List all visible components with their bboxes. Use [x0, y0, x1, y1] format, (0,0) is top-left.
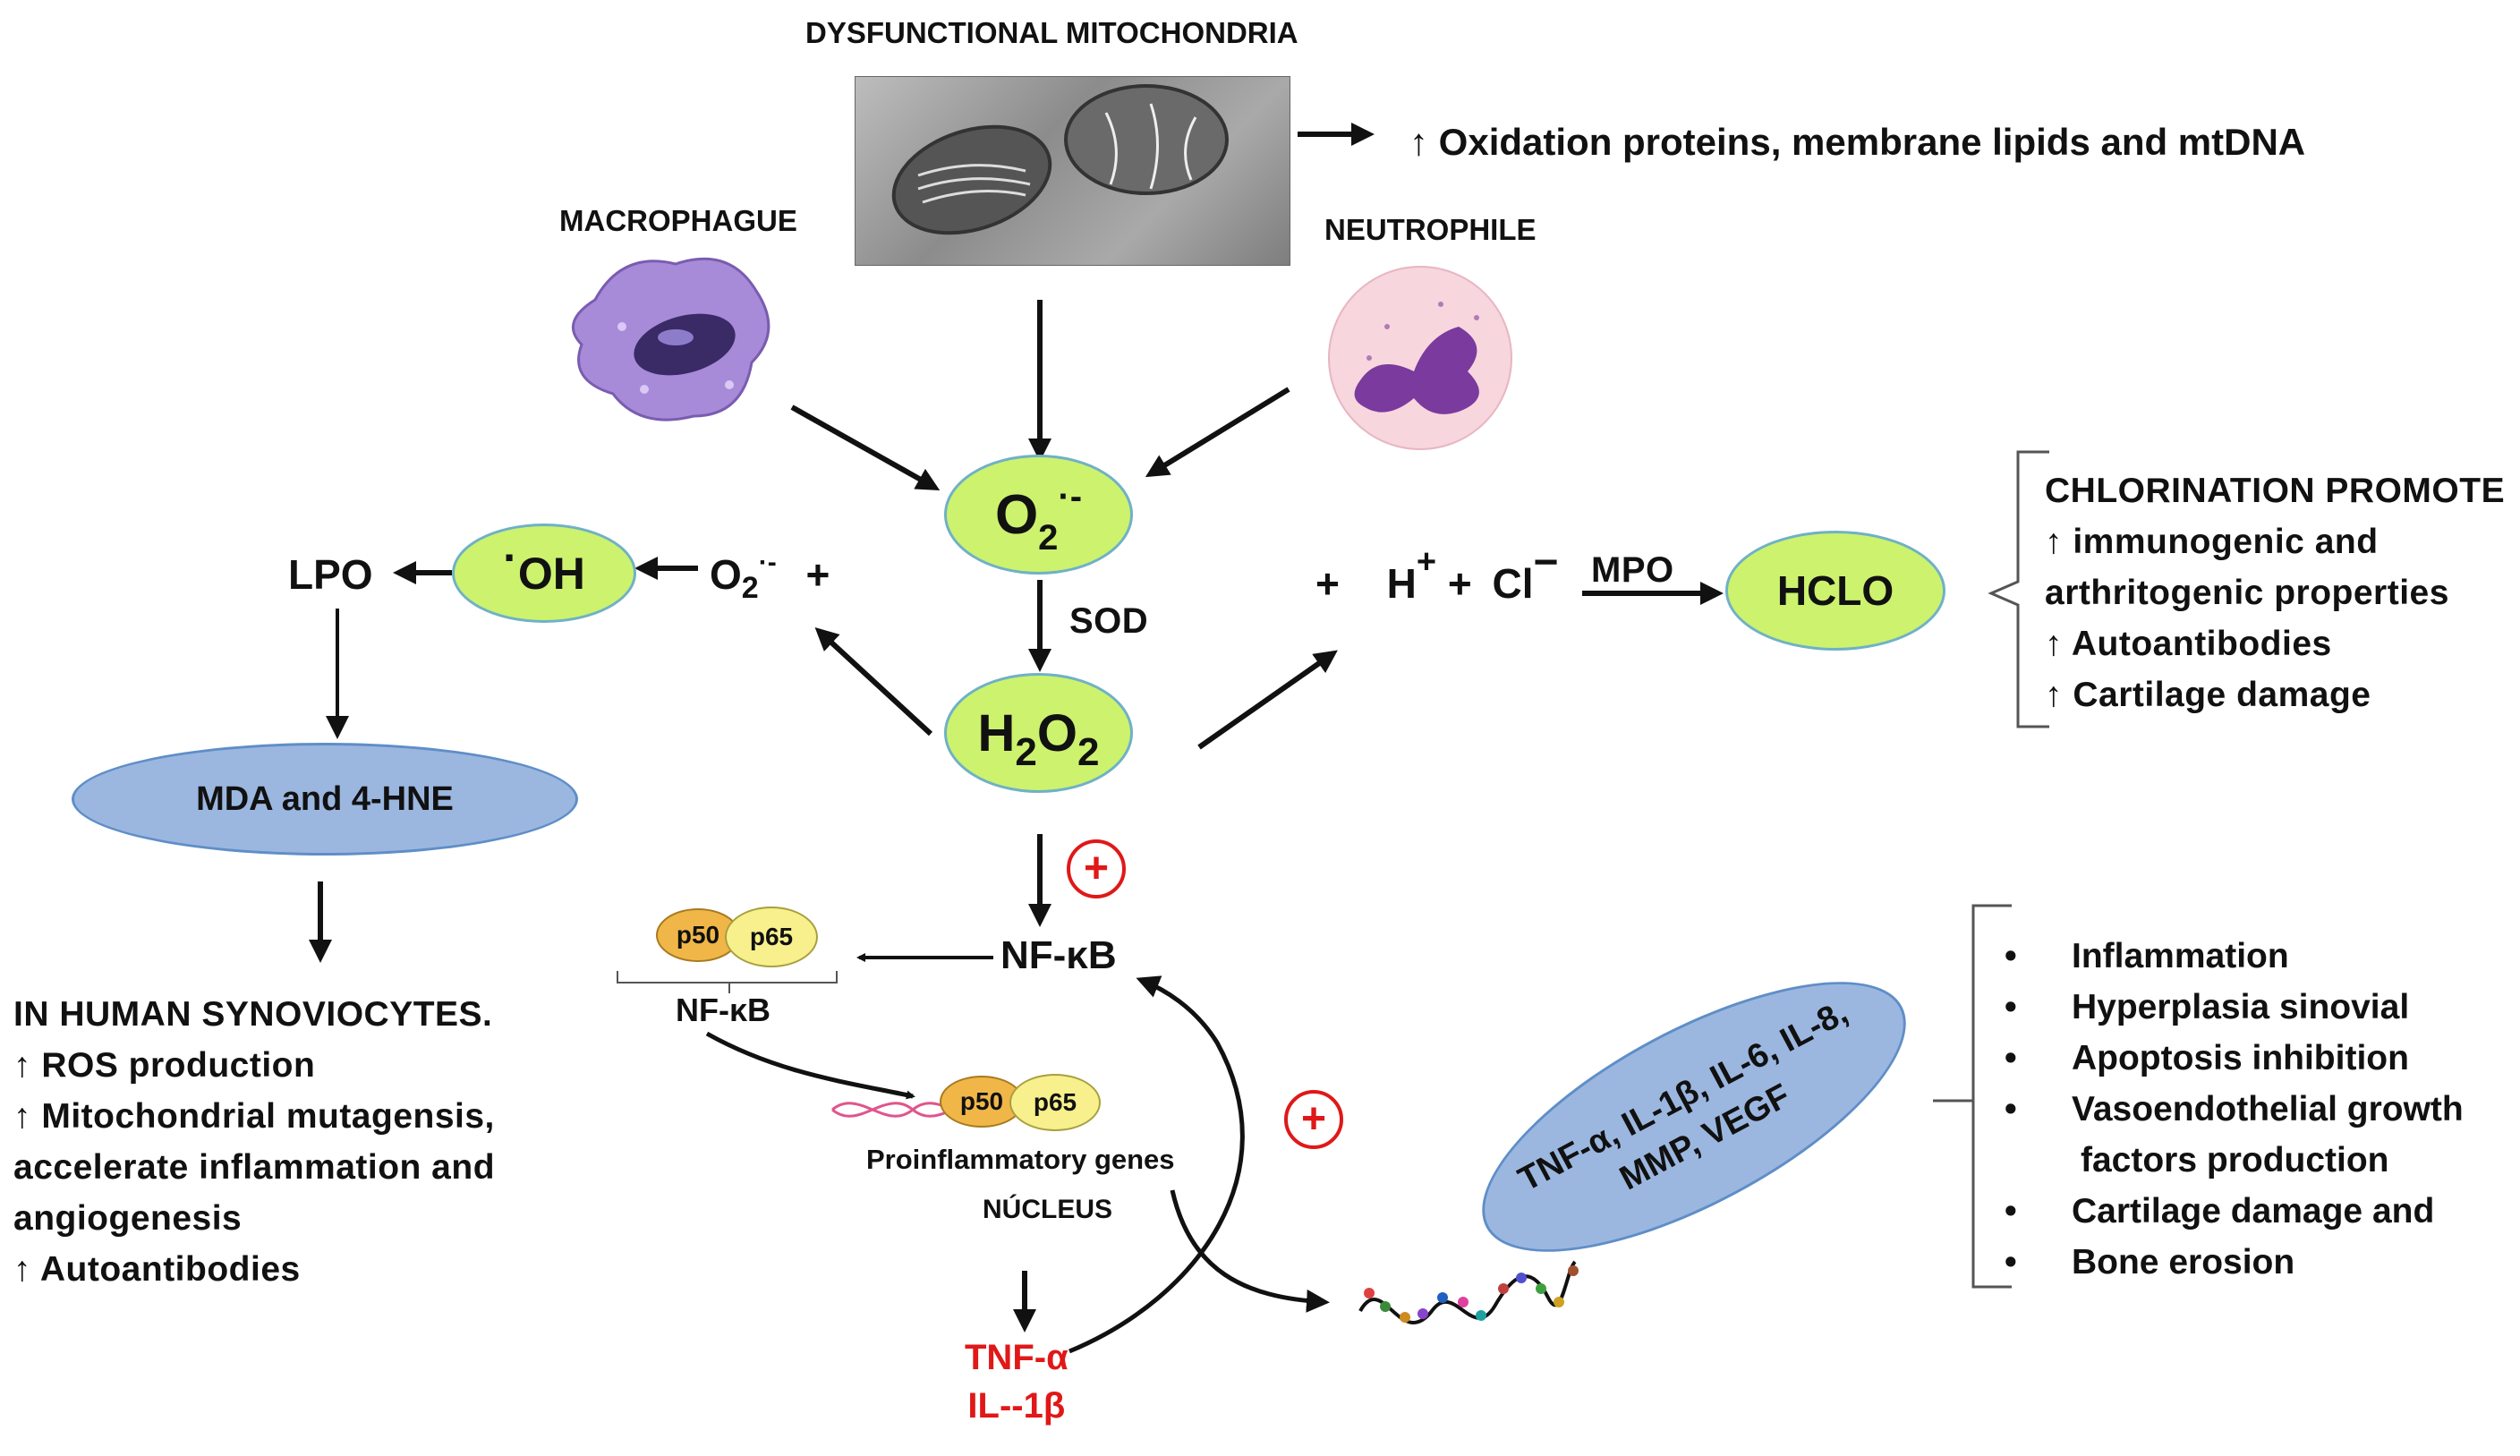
right-h: H	[1386, 560, 1417, 607]
cytokines-out: TNF-α IL--1β	[965, 1333, 1068, 1430]
hydroxyl-node: ·OH	[452, 524, 636, 623]
cytokine-out: TNF-α	[965, 1338, 1068, 1377]
synoviocytes-line: accelerate inflammation and	[13, 1148, 496, 1187]
mrna-strand	[1358, 1260, 1579, 1324]
neutrophil-label: NEUTROPHILE	[1324, 213, 1537, 246]
mda-node: MDA and 4-HNE	[72, 743, 578, 856]
nucleus-p50: p50	[940, 1076, 1024, 1128]
effects-bracket	[1933, 904, 2012, 1289]
effect-item: •Vasoendothelial growth	[2005, 1090, 2464, 1128]
right-plus1: +	[1315, 560, 1340, 607]
effect-item: •Inflammation	[2005, 937, 2289, 975]
effect-item: •Apoptosis inhibition	[2005, 1039, 2409, 1077]
complex-label: NF-κB	[676, 992, 771, 1028]
right-h-sup: +	[1416, 543, 1437, 581]
h2o2-node: H2O2	[944, 673, 1133, 793]
mitochondria-title: DYSFUNCTIONAL MITOCHONDRIA	[805, 16, 1298, 49]
nucleus-p50-label: p50	[959, 1087, 1004, 1115]
p65-label: p65	[749, 923, 794, 950]
arrow-h2o2-right	[1197, 650, 1338, 750]
left-o-sup: ·-	[758, 548, 777, 577]
effects-list: •Inflammation •Hyperplasia sinovial •Apo…	[2005, 931, 2464, 1288]
h2o2-sub1: 2	[1015, 729, 1037, 774]
complex-bracket	[617, 971, 838, 993]
mpo-label: MPO	[1591, 550, 1674, 590]
nucleus-label: NÚCLEUS	[983, 1195, 1113, 1224]
effect-item: •Bone erosion	[2005, 1243, 2295, 1281]
superoxide-node: O2·-	[944, 455, 1133, 575]
left-plus: +	[805, 551, 830, 598]
hydroxyl-text: OH	[517, 548, 585, 599]
chlorination-line: arthritogenic properties	[2045, 574, 2449, 612]
arrow-complex-nucleus	[705, 1031, 915, 1100]
effect-item: •Cartilage damage and	[2005, 1192, 2435, 1230]
arrow-tnf-nfkb	[1068, 975, 1245, 1354]
nucleus-p65: p65	[1009, 1074, 1101, 1131]
arrow-h2o2-left	[814, 626, 933, 737]
arrow-neutro-o2	[1145, 387, 1290, 478]
chlorination-line: ↑ Cartilage damage	[2045, 676, 2371, 714]
hydroxyl-dot: ·	[503, 532, 518, 583]
plus-sign: +	[1300, 1095, 1327, 1143]
h2o2-o: O	[1036, 703, 1077, 762]
superoxide-sub: 2	[1038, 517, 1059, 558]
left-o-sub: 2	[741, 571, 759, 605]
arrow-macro-o2	[790, 404, 941, 490]
chlorination-line: ↑ immunogenic and	[2045, 523, 2379, 561]
right-cl-sup: −	[1533, 539, 1559, 586]
left-reaction: O2·- +	[710, 548, 830, 605]
activation-plus-2: +	[1284, 1090, 1343, 1149]
h2o2-h: H	[977, 703, 1016, 762]
synoviocytes-block: IN HUMAN SYNOVIOCYTES. ↑ ROS production …	[13, 989, 495, 1295]
synoviocytes-line: ↑ ROS production	[13, 1046, 316, 1085]
p65-subunit: p65	[725, 907, 818, 967]
synoviocytes-line: angiogenesis	[13, 1199, 243, 1238]
lpo-label: LPO	[288, 551, 373, 598]
p50-label: p50	[676, 921, 720, 949]
effect-item: factors production	[2081, 1141, 2389, 1179]
proinflammatory-genes-label: Proinflammatory genes	[866, 1144, 1175, 1175]
right-plus2: +	[1447, 560, 1472, 607]
right-cl: Cl	[1492, 560, 1534, 607]
chlorination-heading: CHLORINATION PROMOTE	[2045, 472, 2506, 510]
arrow-genes-dna	[1170, 1189, 1330, 1313]
mda-label: MDA and 4-HNE	[196, 779, 454, 818]
chlorination-brace	[1988, 450, 2049, 728]
mitochondria-image	[855, 76, 1290, 266]
synoviocytes-line: ↑ Autoantibodies	[13, 1250, 301, 1289]
effect-item: •Hyperplasia sinovial	[2005, 988, 2410, 1026]
superoxide-base: O	[994, 483, 1039, 546]
superoxide-sup: ·-	[1058, 476, 1083, 516]
nfkb-label: NF-κB	[1000, 933, 1117, 977]
sod-label: SOD	[1069, 601, 1149, 641]
right-reaction: + H+ + Cl−	[1315, 539, 1559, 609]
left-o: O	[710, 551, 742, 598]
macrophage-image	[559, 246, 783, 430]
activation-plus-1: +	[1067, 839, 1126, 898]
neutrophil-image	[1324, 264, 1517, 452]
nucleus-p65-label: p65	[1033, 1088, 1077, 1116]
chlorination-line: ↑ Autoantibodies	[2045, 625, 2332, 663]
h2o2-sub2: 2	[1077, 729, 1100, 774]
macrophage-label: MACROPHAGUE	[559, 204, 797, 237]
cytokine-out: IL--1β	[967, 1386, 1066, 1426]
mito-effect-text: ↑ Oxidation proteins, membrane lipids an…	[1409, 121, 2306, 163]
synoviocytes-line: ↑ Mitochondrial mutagensis,	[13, 1097, 495, 1136]
plus-sign: +	[1083, 845, 1110, 892]
hclo-label: HCLO	[1776, 567, 1894, 614]
chlorination-block: CHLORINATION PROMOTE ↑ immunogenic and a…	[2045, 465, 2505, 720]
hclo-node: HCLO	[1725, 531, 1945, 651]
synoviocytes-heading: IN HUMAN SYNOVIOCYTES.	[13, 995, 493, 1034]
